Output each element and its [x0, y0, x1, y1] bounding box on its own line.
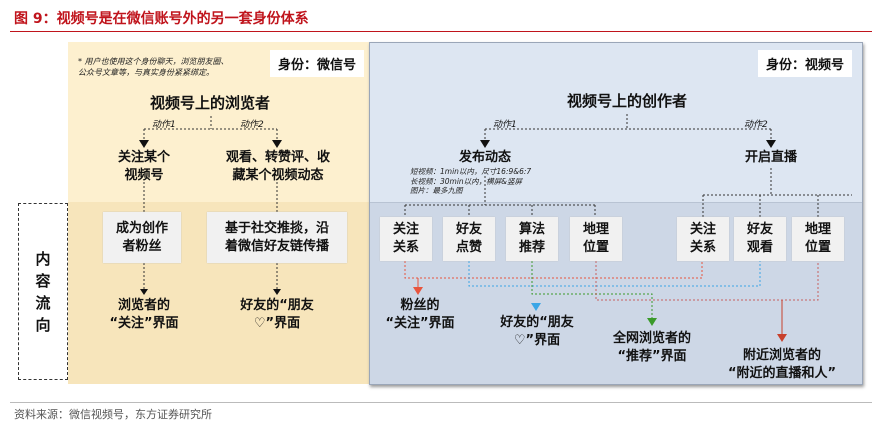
- line: 好友: [455, 222, 482, 237]
- line: ♡”界面: [253, 316, 301, 331]
- line: 粉丝的: [400, 298, 440, 313]
- line: 观看、转赞评、收: [225, 150, 330, 165]
- figure-title: 图 9：视频号是在微信账号外的另一套身份体系: [14, 11, 309, 27]
- source-note: 资料来源：微信视频号，东方证券研究所: [14, 408, 212, 421]
- line: 全网浏览者的: [612, 331, 691, 346]
- creator-heading: 视频号上的创作者: [566, 92, 687, 110]
- channels-panel-frame: [369, 42, 863, 385]
- social-spread-box: 基于社交推掞，沿着微信好友链传播: [207, 212, 347, 263]
- friend-like-view: 好友的“朋友 ♡”界面: [482, 314, 592, 350]
- publish-post: 发布动态: [458, 150, 511, 165]
- algorithm-recommend-box: 算法推荐: [506, 217, 558, 261]
- nearby-view: 附近浏览者的 “附近的直播和人”: [717, 347, 847, 383]
- live-follow-relation-box: 关注关系: [677, 217, 729, 261]
- line: 浏览者的: [117, 298, 170, 313]
- line: 关系: [689, 240, 716, 255]
- line: 推荐: [518, 240, 545, 255]
- live-location-box: 地理位置: [792, 217, 844, 261]
- source-rule: [10, 402, 872, 403]
- line: 成为创作: [115, 220, 168, 236]
- line: “关注”界面: [385, 316, 455, 331]
- identity-note: * 用户也使用这个身份聊天，浏览朋友圈、公众号文章等，与真实身份紧紧绑定。: [78, 56, 229, 78]
- line: “推荐”界面: [617, 349, 687, 364]
- start-live: 开启直播: [744, 150, 797, 165]
- line: 点赞: [455, 240, 482, 255]
- line: ♡”界面: [513, 333, 561, 348]
- line: 位置: [804, 240, 831, 255]
- action2-label: 动作2: [744, 120, 768, 130]
- title-rule: [10, 31, 872, 32]
- browser-heading: 视频号上的浏览者: [149, 94, 270, 112]
- line: 地理: [582, 222, 609, 237]
- spec-line: 图片：最多九图: [410, 186, 463, 195]
- spec-line: 长视频：30min以内，横屏&竖屏: [410, 176, 523, 186]
- location-box: 地理位置: [570, 217, 622, 261]
- line: 关系: [392, 240, 419, 255]
- interact-step: 观看、转赞评、收藏某个视频动态: [206, 149, 350, 185]
- friend-like-box: 好友点赞: [443, 217, 495, 261]
- line: 藏某个视频动态: [232, 168, 324, 183]
- line: 好友的“朋友: [500, 315, 574, 330]
- note-line: 公众号文章等，与真实身份紧紧绑定。: [78, 68, 214, 77]
- action1-label: 动作1: [152, 120, 176, 130]
- line: 好友: [746, 222, 773, 237]
- line: 关注某个: [117, 150, 170, 165]
- browser-follow-view: 浏览者的 “关注”界面: [94, 297, 194, 333]
- line: 观看: [746, 240, 773, 255]
- friend-like-view: 好友的“朋友 ♡”界面: [222, 297, 332, 333]
- identity-tag-channels: 身份：视频号: [758, 50, 853, 77]
- line: 者粉丝: [122, 238, 162, 254]
- spec-line: 短视频：1min以内，尺寸16:9&6:7: [410, 167, 532, 176]
- line: 附近浏览者的: [742, 348, 821, 363]
- action1-label: 动作1: [493, 120, 517, 130]
- line: 算法: [518, 222, 545, 237]
- line: 关注: [392, 222, 419, 237]
- line: 视频号: [124, 168, 164, 183]
- line: 关注: [689, 222, 716, 237]
- line: 好友的“朋友: [240, 298, 314, 313]
- line: “附近的直播和人”: [727, 366, 837, 381]
- become-fan-box: 成为创作者粉丝: [103, 212, 181, 263]
- line: 位置: [582, 240, 609, 255]
- fan-follow-view: 粉丝的 “关注”界面: [375, 297, 465, 333]
- content-flow-box: 内容流向: [18, 203, 68, 380]
- line: 地理: [804, 222, 831, 237]
- recommend-view: 全网浏览者的 “推荐”界面: [597, 330, 707, 366]
- identity-tag-wechat: 身份：微信号: [270, 50, 365, 77]
- action2-label: 动作2: [240, 120, 264, 130]
- note-line: * 用户也使用这个身份聊天，浏览朋友圈、: [78, 57, 229, 66]
- follow-channel-step: 关注某个视频号: [94, 149, 194, 185]
- follow-relation-box: 关注关系: [380, 217, 432, 261]
- content-flow-label: 内容流向: [35, 249, 51, 334]
- friend-watch-box: 好友观看: [734, 217, 786, 261]
- line: “关注”界面: [109, 316, 179, 331]
- line: 着微信好友链传播: [224, 238, 329, 254]
- line: 基于社交推掞，沿: [224, 220, 329, 236]
